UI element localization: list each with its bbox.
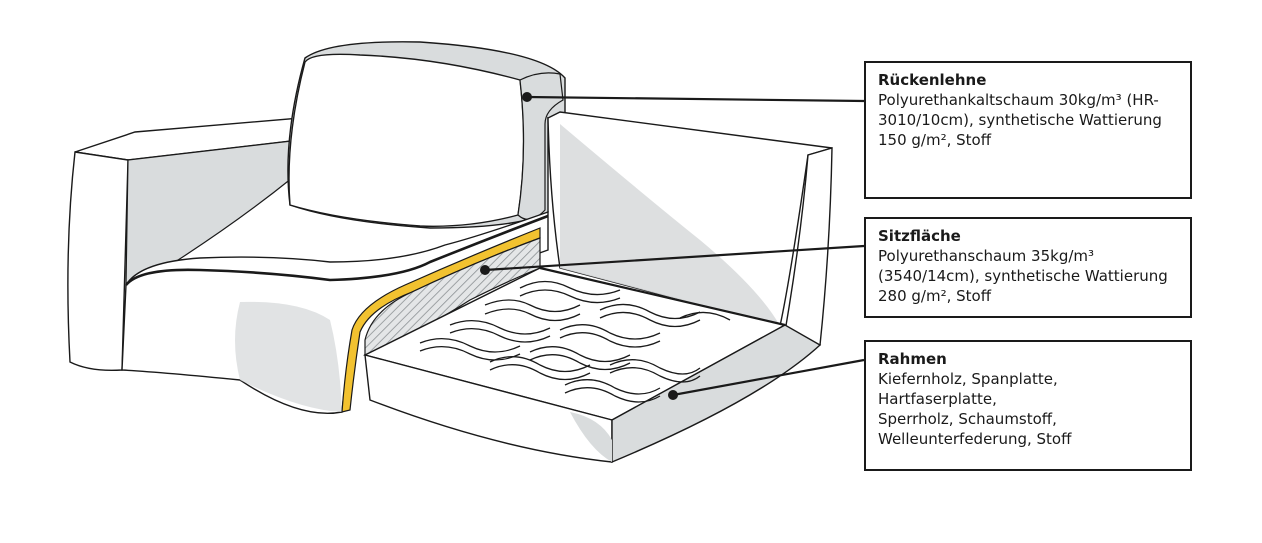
callout-backrest-title: Rückenlehne [878, 71, 987, 89]
leader-lines [484, 95, 865, 397]
callout-seat: Sitzfläche Polyurethanschaum 35kg/m³ (35… [864, 217, 1192, 318]
sofa-seat-cushion [121, 211, 549, 415]
leader-dot-seat [480, 265, 490, 275]
callout-seat-text: Polyurethanschaum 35kg/m³ (3540/14cm), s… [878, 247, 1168, 305]
sofa-left-arm [67, 117, 301, 372]
callout-frame: Rahmen Kiefernholz, Spanplatte, Hartfase… [864, 340, 1192, 471]
leader-line-backrest [526, 95, 865, 103]
leader-dot-backrest [522, 92, 532, 102]
leader-dots [480, 92, 678, 400]
callout-backrest: Rückenlehne Polyurethankaltschaum 30kg/m… [864, 61, 1192, 199]
callout-frame-text: Kiefernholz, Spanplatte, Hartfaserplatte… [878, 370, 1072, 448]
callout-seat-title: Sitzfläche [878, 227, 961, 245]
callout-frame-title: Rahmen [878, 350, 947, 368]
sofa-backrest [287, 41, 566, 229]
leader-line-frame [672, 358, 865, 397]
callout-backrest-text: Polyurethankaltschaum 30kg/m³ (HR- 3010/… [878, 91, 1162, 149]
wave-springs [419, 280, 731, 403]
leader-line-seat [484, 244, 865, 272]
seat-cross-section [341, 227, 541, 413]
leader-dot-frame [668, 390, 678, 400]
